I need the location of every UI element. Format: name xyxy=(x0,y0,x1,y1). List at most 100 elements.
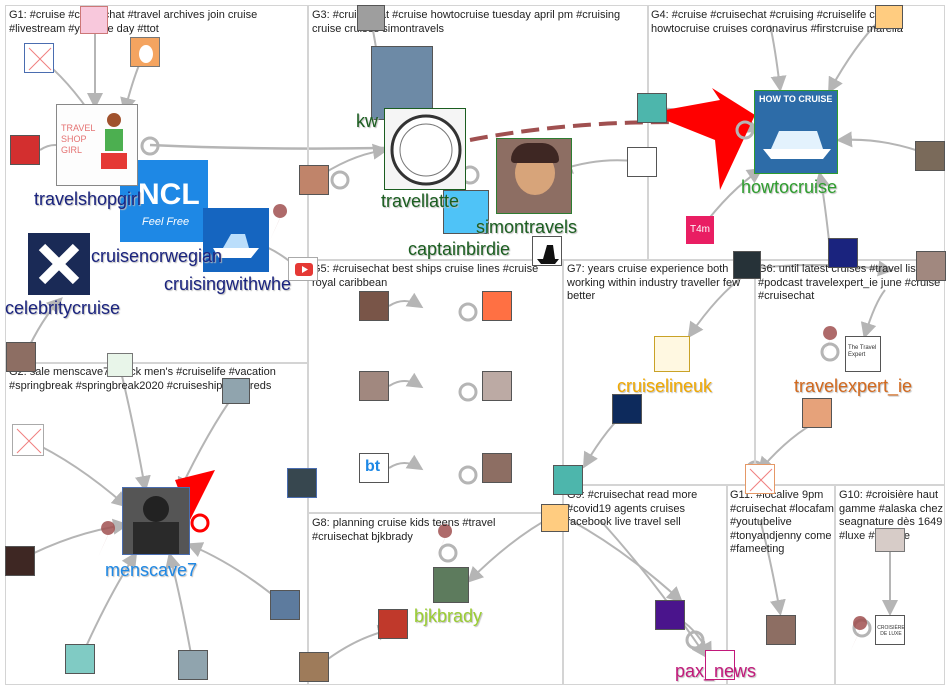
howtocruise-banner-text: HOW TO CRUISE xyxy=(759,94,833,104)
g5-node-1[interactable] xyxy=(359,291,389,321)
g5-node-4[interactable] xyxy=(482,371,512,401)
label-travelshopgirl: travelshopgirl xyxy=(34,189,142,209)
g5-node-2[interactable] xyxy=(482,291,512,321)
cruisingwithwhe-avatar[interactable] xyxy=(203,208,269,272)
g4-node-t4m[interactable]: T4m xyxy=(686,216,714,244)
ship-logo-icon xyxy=(213,234,259,258)
g6-node-woman[interactable] xyxy=(802,398,832,428)
g9-node-target[interactable] xyxy=(655,600,685,630)
self-loop xyxy=(140,136,160,156)
loop-pin xyxy=(270,204,288,240)
g5-node-6[interactable] xyxy=(482,453,512,483)
g9-node-beach[interactable] xyxy=(553,465,583,495)
celebritycruise-avatar[interactable] xyxy=(28,233,90,295)
g2-node-emblem[interactable] xyxy=(5,546,35,576)
simontravels-avatar[interactable] xyxy=(496,138,572,214)
group-g8-label: G8: planning cruise kids teens #travel #… xyxy=(312,517,496,543)
self-loop xyxy=(438,543,458,563)
g4-node-woman[interactable] xyxy=(875,5,903,29)
cruiselineuk-avatar[interactable] xyxy=(654,336,690,372)
group-g10-box xyxy=(835,485,945,685)
loop-pin xyxy=(98,521,116,557)
g2-node-man-3[interactable] xyxy=(222,378,250,404)
g2-node-ship[interactable] xyxy=(178,650,208,680)
g6-node-photo[interactable] xyxy=(916,251,946,281)
cruisenorwegian-avatar[interactable]: NCL Feel Free xyxy=(120,160,208,242)
travellatte-avatar[interactable] xyxy=(384,108,466,190)
self-loop xyxy=(820,342,840,362)
label-simontravels: simontravels xyxy=(476,217,578,237)
bjkbrady-avatar[interactable] xyxy=(433,567,469,603)
group-g9-box xyxy=(563,485,727,685)
pax-news-avatar[interactable] xyxy=(705,650,735,680)
g4-node-people[interactable] xyxy=(637,93,667,123)
g8-node-2[interactable] xyxy=(299,652,329,682)
label-howtocruise: howtocruise xyxy=(741,177,838,197)
g4-node-man[interactable] xyxy=(915,141,945,171)
howtocruise-avatar[interactable]: HOW TO CRUISE xyxy=(754,90,838,174)
loop-pin xyxy=(850,616,868,652)
g2-node-man-1[interactable] xyxy=(270,590,300,620)
ncl-logo-sub: Feel Free xyxy=(142,216,190,228)
label-celebritycruise: celebritycruise xyxy=(5,298,121,318)
g1-node-broken-1[interactable] xyxy=(24,43,54,73)
g1-node-person[interactable] xyxy=(6,342,36,372)
ncl-logo-text: NCL xyxy=(138,178,200,211)
g10-node-top[interactable] xyxy=(875,528,905,552)
g5-node-3[interactable] xyxy=(359,371,389,401)
broken-image-icon xyxy=(28,47,52,71)
g3-node-cruise-ship[interactable] xyxy=(532,236,562,266)
travel-expert-logo-text: The Travel Expert xyxy=(848,345,877,358)
g7-node-seabourn[interactable] xyxy=(612,394,642,424)
label-pax-news: pax_news xyxy=(675,661,757,681)
g5-node-bt[interactable]: bt xyxy=(359,453,389,483)
group-g4-label: G4: #cruise #cruisechat #cruising #cruis… xyxy=(651,9,903,35)
group-g6-label: G6: until latest cruises #travel listen … xyxy=(758,263,941,302)
g10-node-croisiere[interactable]: CROISIÈRE DE LUXE xyxy=(875,615,905,645)
kw-avatar[interactable] xyxy=(371,46,433,120)
travellatte-badge-icon xyxy=(390,114,462,186)
g2-node-beach[interactable] xyxy=(65,644,95,674)
g8-node-1[interactable] xyxy=(378,609,408,639)
g3-node-small[interactable] xyxy=(357,5,385,31)
g1-node-egg[interactable] xyxy=(130,37,160,67)
g1-node-youtube[interactable] xyxy=(288,257,318,281)
x-logo-icon xyxy=(38,243,80,285)
cruise-ship-icon xyxy=(763,131,831,159)
g3-node-cruise-logo[interactable] xyxy=(627,147,657,177)
edge xyxy=(569,519,683,603)
travelshopgirl-logo-text: TRAVEL SHOP GIRL xyxy=(61,123,96,155)
g1-node-pink[interactable] xyxy=(80,6,108,34)
group-g3-box xyxy=(308,5,648,260)
g3-node-woman[interactable] xyxy=(299,165,329,195)
label-captainbirdie: captainbirdie xyxy=(408,239,511,259)
label-cruisingwithwhe: cruisingwithwhe xyxy=(164,274,292,294)
g4-node-dark-logo[interactable] xyxy=(828,238,858,268)
g6-node-logo[interactable] xyxy=(733,251,761,279)
self-loop xyxy=(685,630,705,650)
g9-node-woman[interactable] xyxy=(541,504,569,532)
travelexpert-ie-avatar[interactable]: The Travel Expert xyxy=(845,336,881,372)
self-loop xyxy=(458,465,478,485)
egg-icon xyxy=(139,45,153,63)
loop-pin xyxy=(820,326,838,362)
group-g5-label: G5: #cruisechat best ships cruise lines … xyxy=(312,263,539,289)
g11-node-couple[interactable] xyxy=(766,615,796,645)
ship-silhouette-icon xyxy=(537,245,559,264)
g2-node-leaf[interactable] xyxy=(107,353,133,377)
group-g4-box xyxy=(648,5,945,260)
edge xyxy=(119,367,151,492)
menscave7-avatar[interactable] xyxy=(122,487,190,555)
group-g7-box xyxy=(563,260,755,485)
g1-node-red-logo[interactable] xyxy=(10,135,40,165)
g2-node-man-2[interactable] xyxy=(287,468,317,498)
g2-node-broken[interactable] xyxy=(12,424,44,456)
group-g2-label: G2: sale menscave7 check men's #cruiseli… xyxy=(9,366,276,392)
g7-node-broken[interactable] xyxy=(745,464,775,494)
travelshopgirl-avatar[interactable]: TRAVEL SHOP GIRL xyxy=(56,104,138,186)
bt-logo-icon: bt xyxy=(365,458,381,475)
captainbirdie-avatar[interactable] xyxy=(443,190,489,234)
label-travelexpert-ie: travelexpert_ie xyxy=(794,376,913,396)
group-g1-label: G1: #cruise #cruisechat #travel archives… xyxy=(9,9,258,35)
